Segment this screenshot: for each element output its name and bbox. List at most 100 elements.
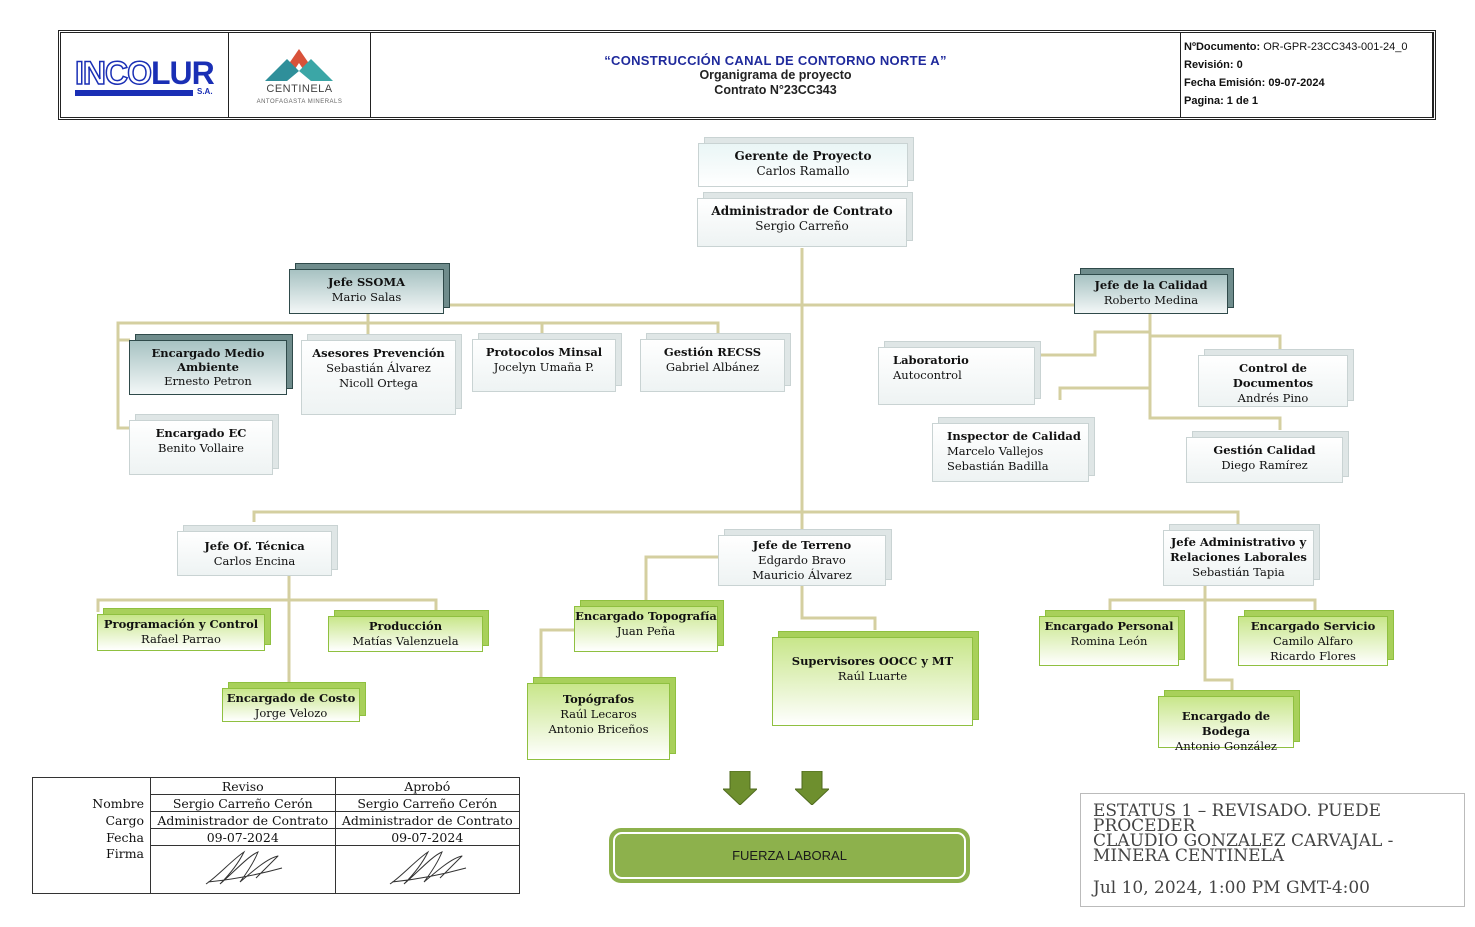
centinela-name: CENTINELA bbox=[266, 83, 333, 95]
person-name: Sebastián Badilla bbox=[947, 459, 1049, 473]
org-box-inspector: Inspector de Calidad Marcelo Vallejos Se… bbox=[932, 423, 1089, 482]
role-title: Encargado Personal bbox=[1044, 619, 1174, 633]
incolur-underline bbox=[75, 90, 193, 96]
role-title: Encargado Servicio bbox=[1250, 619, 1376, 633]
centinela-subtitle: ANTOFAGASTA MINERALS bbox=[256, 99, 343, 105]
person-name: Carlos Ramallo bbox=[756, 164, 850, 178]
person-name: Roberto Medina bbox=[1103, 293, 1199, 307]
person-name: Romina León bbox=[1070, 634, 1148, 648]
person-name: Ricardo Flores bbox=[1270, 649, 1356, 663]
person-name: Marcelo Vallejos bbox=[947, 444, 1044, 458]
person-name: Edgardo Bravo bbox=[758, 553, 846, 567]
fuerza-laboral-label: FUERZA LABORAL bbox=[613, 832, 966, 879]
doc-number: NºDocumento: OR-GPR-23CC343-001-24_0 bbox=[1184, 41, 1408, 53]
role-title: Administrador de Contrato bbox=[711, 204, 893, 218]
role-title: Laboratorio bbox=[893, 353, 969, 367]
row-label: Fecha bbox=[32, 828, 151, 846]
project-title: “CONSTRUCCIÓN CANAL DE CONTORNO NORTE A” bbox=[604, 53, 947, 68]
person-name: Raúl Luarte bbox=[837, 669, 908, 683]
row-label: Nombre bbox=[32, 794, 151, 812]
person-name: Sebastián Álvarez bbox=[326, 361, 431, 375]
contract-number: Contrato N°23CC343 bbox=[714, 83, 837, 97]
role-title: Encargado Topografía bbox=[575, 609, 717, 623]
role-title: Jefe SSOMA bbox=[327, 275, 406, 289]
doc-page: Pagina: 1 de 1 bbox=[1184, 95, 1258, 107]
signature-table: Reviso Aprobó Nombre Sergio Carreño Ceró… bbox=[32, 777, 520, 894]
col-header-aprobo: Aprobó bbox=[334, 777, 520, 795]
person-name: Juan Peña bbox=[616, 624, 676, 638]
role-title: Encargado de Bodega bbox=[1181, 709, 1271, 738]
org-box-terreno: Jefe de Terreno Edgardo Bravo Mauricio Á… bbox=[718, 535, 886, 586]
incolur-wordmark: INCOLUR bbox=[74, 54, 215, 92]
person-name: Autocontrol bbox=[893, 368, 962, 382]
person-name: Mario Salas bbox=[331, 290, 402, 304]
person-name: Rafael Parrao bbox=[141, 632, 221, 646]
person-name: Mauricio Álvarez bbox=[752, 568, 852, 582]
role-title: Gestión RECSS bbox=[663, 345, 762, 359]
person-name: Andrés Pino bbox=[1237, 391, 1309, 405]
person-name: Antonio Briceños bbox=[548, 722, 649, 736]
role-title: Producción bbox=[368, 619, 443, 633]
person-name: Nicoll Ortega bbox=[339, 376, 418, 390]
person-name: Sebastián Tapia bbox=[1192, 565, 1285, 579]
role-title: Jefe de la Calidad bbox=[1094, 278, 1208, 292]
person-name: Antonio González bbox=[1175, 739, 1277, 753]
org-box-asesores: Asesores Prevención Sebastián Álvarez Ni… bbox=[301, 340, 456, 415]
role-title: Protocolos Minsal bbox=[485, 345, 603, 359]
person-name: Sergio Carreño bbox=[755, 219, 849, 233]
role-title: Jefe Of. Técnica bbox=[204, 539, 305, 553]
person-name: Benito Vollaire bbox=[158, 441, 244, 455]
role-title: Topógrafos bbox=[562, 692, 635, 706]
cell-value: 09-07-2024 bbox=[150, 828, 336, 846]
cell-value: Sergio Carreño Cerón bbox=[334, 794, 520, 812]
empty-corner bbox=[32, 777, 151, 795]
stamp-status: ESTATUS 1 – REVISADO. PUEDE PROCEDER CLA… bbox=[1093, 801, 1394, 866]
role-title: Gestión Calidad bbox=[1213, 443, 1316, 457]
signature-aprobo bbox=[334, 845, 520, 894]
doc-date: Fecha Emisión: 09-07-2024 bbox=[1184, 77, 1325, 89]
row-label: Cargo bbox=[32, 811, 151, 829]
centinela-logo: CENTINELA ANTOFAGASTA MINERALS bbox=[229, 33, 371, 117]
col-header-reviso: Reviso bbox=[150, 777, 336, 795]
person-name: Jorge Velozo bbox=[254, 706, 328, 720]
cell-value: Administrador de Contrato bbox=[334, 811, 520, 829]
stamp-date: Jul 10, 2024, 1:00 PM GMT-4:00 bbox=[1093, 878, 1370, 898]
cell-value: 09-07-2024 bbox=[334, 828, 520, 846]
role-title: Jefe de Terreno bbox=[752, 538, 852, 552]
person-name: Camilo Alfaro bbox=[1272, 634, 1353, 648]
signature-reviso bbox=[150, 845, 336, 894]
role-title: Asesores Prevención bbox=[312, 346, 445, 360]
role-title: Programación y Control bbox=[103, 617, 259, 631]
document-subtitle: Organigrama de proyecto bbox=[699, 68, 852, 82]
doc-revision: Revisión: 0 bbox=[1184, 59, 1243, 71]
person-name: Gabriel Albánez bbox=[665, 360, 760, 374]
role-title: Encargado EC bbox=[155, 426, 247, 440]
centinela-mountain-icon bbox=[265, 49, 333, 81]
fuerza-laboral-box: FUERZA LABORAL bbox=[609, 828, 970, 883]
cell-value: Administrador de Contrato bbox=[150, 811, 336, 829]
person-name: Jocelyn Umaña P. bbox=[493, 360, 595, 374]
handwritten-signature bbox=[205, 850, 282, 885]
person-name: Matías Valenzuela bbox=[352, 634, 459, 648]
document-header: INCOLUR S.A. CENTINELA ANTOFAGASTA MINER… bbox=[58, 30, 1436, 120]
role-title: Encargado de Costo bbox=[226, 691, 356, 705]
handwritten-signature bbox=[389, 850, 467, 885]
incolur-sa: S.A. bbox=[197, 87, 213, 96]
down-arrow-icon bbox=[795, 771, 829, 805]
document-title-block: “CONSTRUCCIÓN CANAL DE CONTORNO NORTE A”… bbox=[371, 33, 1181, 117]
